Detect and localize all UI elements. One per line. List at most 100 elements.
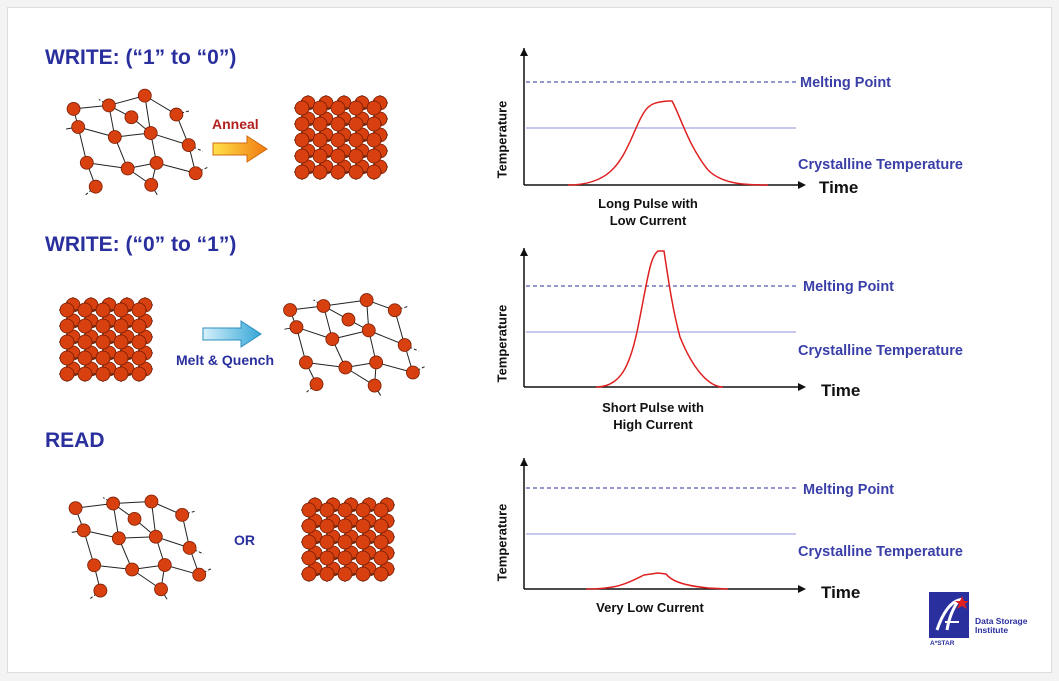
atom xyxy=(373,534,389,550)
crystalline-structure xyxy=(301,497,395,582)
atom xyxy=(106,496,121,511)
atom xyxy=(192,567,207,582)
anneal-arrow-icon xyxy=(212,135,268,163)
atom xyxy=(301,502,317,518)
atom xyxy=(319,566,335,582)
atom xyxy=(59,366,75,382)
crystalline-temperature-label: Crystalline Temperature xyxy=(798,343,963,359)
temperature-pulse-curve xyxy=(567,100,769,186)
atom xyxy=(148,529,163,544)
atom xyxy=(319,550,335,566)
atom xyxy=(319,518,335,534)
atom xyxy=(337,518,353,534)
atom xyxy=(120,161,135,176)
atom xyxy=(301,550,317,566)
atom xyxy=(387,303,402,318)
atom xyxy=(77,318,93,334)
y-axis-label: Temperature xyxy=(494,503,510,582)
x-axis-label: Time xyxy=(821,583,861,602)
atom xyxy=(355,566,371,582)
atom xyxy=(348,116,364,132)
atom xyxy=(144,177,159,192)
caption-line: High Current xyxy=(613,417,693,432)
caption-line: Long Pulse with xyxy=(598,196,698,211)
logo-line: Institute xyxy=(975,625,1009,635)
atom xyxy=(406,365,420,380)
atom xyxy=(348,132,364,148)
atom xyxy=(59,302,75,318)
melt-quench-arrow-icon xyxy=(202,320,262,348)
atom xyxy=(101,98,116,113)
temperature-pulse-curve xyxy=(585,572,729,590)
atom xyxy=(330,164,346,180)
atom xyxy=(143,126,158,140)
atom xyxy=(301,518,317,534)
crystalline-structure xyxy=(294,95,388,180)
x-axis-label: Time xyxy=(821,381,861,400)
heading-write-0-to-1: WRITE: (“0” to “1”) xyxy=(45,233,237,256)
temperature-graph-short-pulse xyxy=(520,248,806,391)
atom xyxy=(341,312,356,327)
atom xyxy=(366,132,382,148)
atom xyxy=(359,293,374,307)
atom xyxy=(188,166,203,181)
atom xyxy=(373,502,389,518)
atom xyxy=(330,116,346,132)
atom xyxy=(373,550,389,566)
atom xyxy=(95,334,111,350)
atom xyxy=(366,116,382,132)
x-axis-arrow-icon xyxy=(798,585,806,593)
atom xyxy=(95,350,111,366)
atom xyxy=(312,148,328,164)
atom xyxy=(113,334,129,350)
atom xyxy=(66,102,81,116)
atom xyxy=(113,350,129,366)
caption-line: Low Current xyxy=(609,213,687,228)
atom xyxy=(366,164,382,180)
atom xyxy=(348,148,364,164)
y-axis-arrow-icon xyxy=(520,248,528,256)
melting-point-label: Melting Point xyxy=(803,482,895,498)
x-axis-arrow-icon xyxy=(798,181,806,189)
atom xyxy=(301,534,317,550)
anneal-label: Anneal xyxy=(212,116,259,132)
atom xyxy=(330,132,346,148)
atom xyxy=(316,299,331,313)
atom xyxy=(294,100,310,116)
melting-point-label: Melting Point xyxy=(800,75,892,91)
atom xyxy=(337,566,353,582)
atom xyxy=(131,318,147,334)
atom xyxy=(157,558,172,572)
atom xyxy=(113,366,129,382)
atom xyxy=(294,148,310,164)
atom xyxy=(312,132,328,148)
atom xyxy=(131,350,147,366)
crystalline-temperature-label: Crystalline Temperature xyxy=(798,157,963,173)
atom xyxy=(294,132,310,148)
atom xyxy=(330,100,346,116)
atom xyxy=(131,366,147,382)
atom xyxy=(366,148,382,164)
atom xyxy=(397,338,412,352)
atom xyxy=(125,562,140,577)
temperature-graph-long-pulse xyxy=(520,48,806,189)
atom xyxy=(68,501,83,516)
atom xyxy=(111,531,126,546)
atom xyxy=(88,179,103,194)
atom xyxy=(373,518,389,534)
atom xyxy=(330,148,346,164)
y-axis-arrow-icon xyxy=(520,48,528,56)
atom xyxy=(169,107,184,122)
atom xyxy=(59,318,75,334)
atom xyxy=(95,366,111,382)
amorphous-structure xyxy=(283,293,426,396)
caption-line: Short Pulse with xyxy=(602,400,704,415)
atom xyxy=(107,130,122,144)
atom xyxy=(348,100,364,116)
atom xyxy=(348,164,364,180)
atom xyxy=(113,318,129,334)
atom xyxy=(361,323,376,338)
atom xyxy=(294,164,310,180)
atom xyxy=(355,518,371,534)
atom xyxy=(77,350,93,366)
